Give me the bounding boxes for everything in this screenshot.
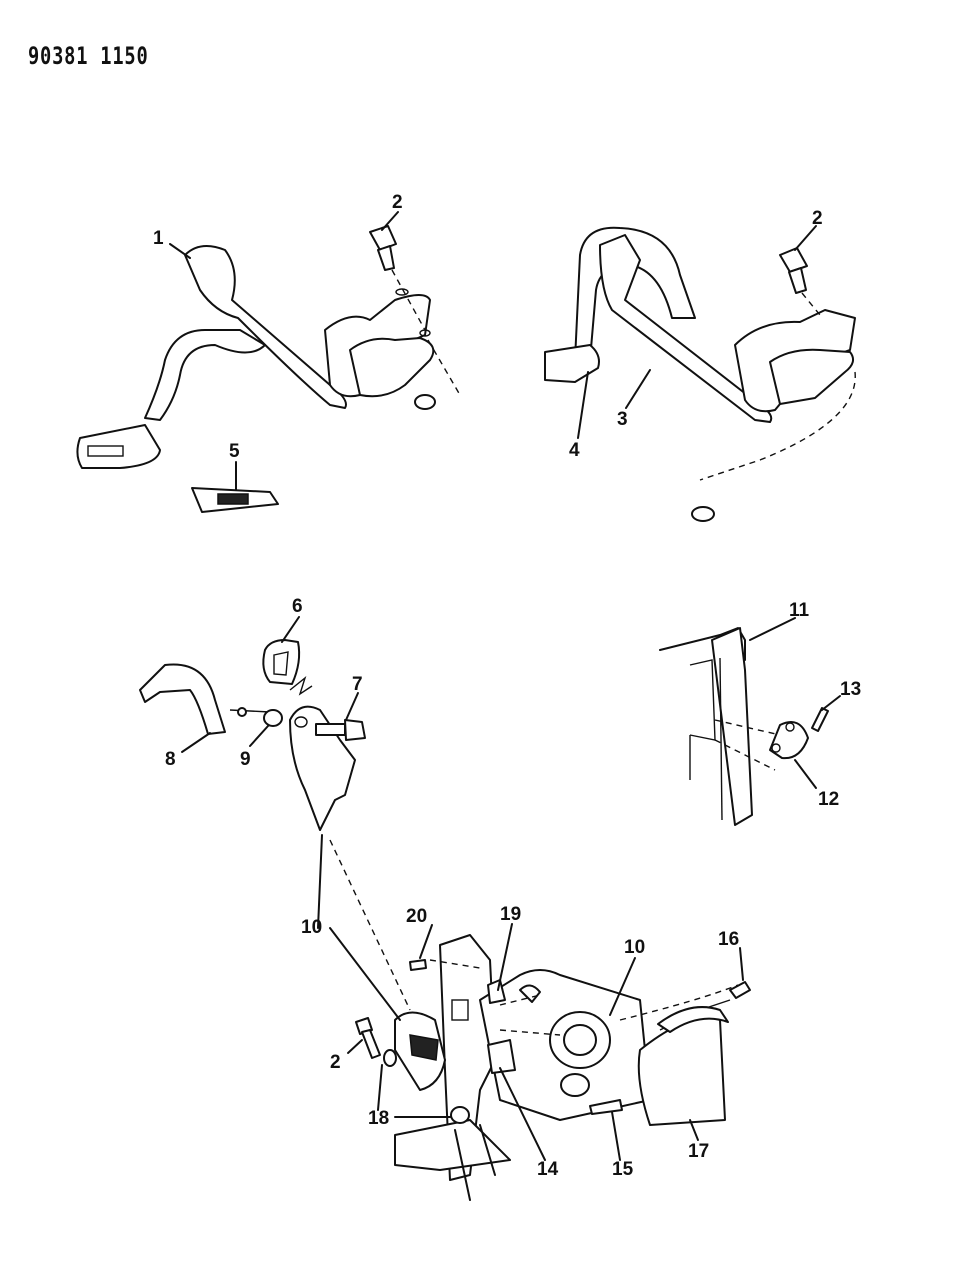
pillar-bracket-assembly <box>659 627 829 826</box>
upper-anchor-assembly <box>139 639 411 1011</box>
callout-20: 20 <box>406 906 427 927</box>
document-code: 90381 1150 <box>28 42 149 70</box>
callout-1: 1 <box>153 228 164 249</box>
screw-icon <box>409 959 427 971</box>
callout-15: 15 <box>612 1159 634 1180</box>
callout-19: 19 <box>500 904 521 925</box>
callout-10-right: 10 <box>624 937 645 958</box>
bolt-icon <box>315 719 366 741</box>
callout-11: 11 <box>789 600 810 621</box>
callout-9: 9 <box>240 749 251 770</box>
callout-5: 5 <box>229 441 240 462</box>
callout-13: 13 <box>840 679 861 700</box>
callout-17: 17 <box>688 1141 709 1162</box>
callout-10-left: 10 <box>301 917 322 938</box>
callout-12: 12 <box>818 789 839 810</box>
bolt-icon <box>355 1017 381 1059</box>
callout-8: 8 <box>165 749 176 770</box>
retractor-assembly <box>355 934 751 1201</box>
callout-18: 18 <box>368 1108 389 1129</box>
callout-7: 7 <box>352 674 363 695</box>
callout-6: 6 <box>292 596 303 617</box>
callout-14: 14 <box>537 1159 559 1180</box>
seat-belt-assembly-left <box>76 225 461 513</box>
callout-2-lower: 2 <box>330 1052 341 1073</box>
callout-2-upper-left: 2 <box>392 192 403 213</box>
callout-4: 4 <box>569 440 580 461</box>
bolt-icon <box>779 247 808 294</box>
screw-icon <box>729 981 751 999</box>
bolt-icon <box>369 225 397 271</box>
callout-3: 3 <box>617 409 628 430</box>
seat-belt-assembly-right <box>544 226 856 522</box>
leader-lines <box>169 211 841 1161</box>
screw-icon <box>589 1099 623 1115</box>
callout-16: 16 <box>718 929 739 950</box>
callouts: 1 2 2 3 4 5 6 7 8 9 10 10 11 12 13 14 15… <box>153 192 861 1180</box>
callout-2-upper-right: 2 <box>812 208 823 229</box>
